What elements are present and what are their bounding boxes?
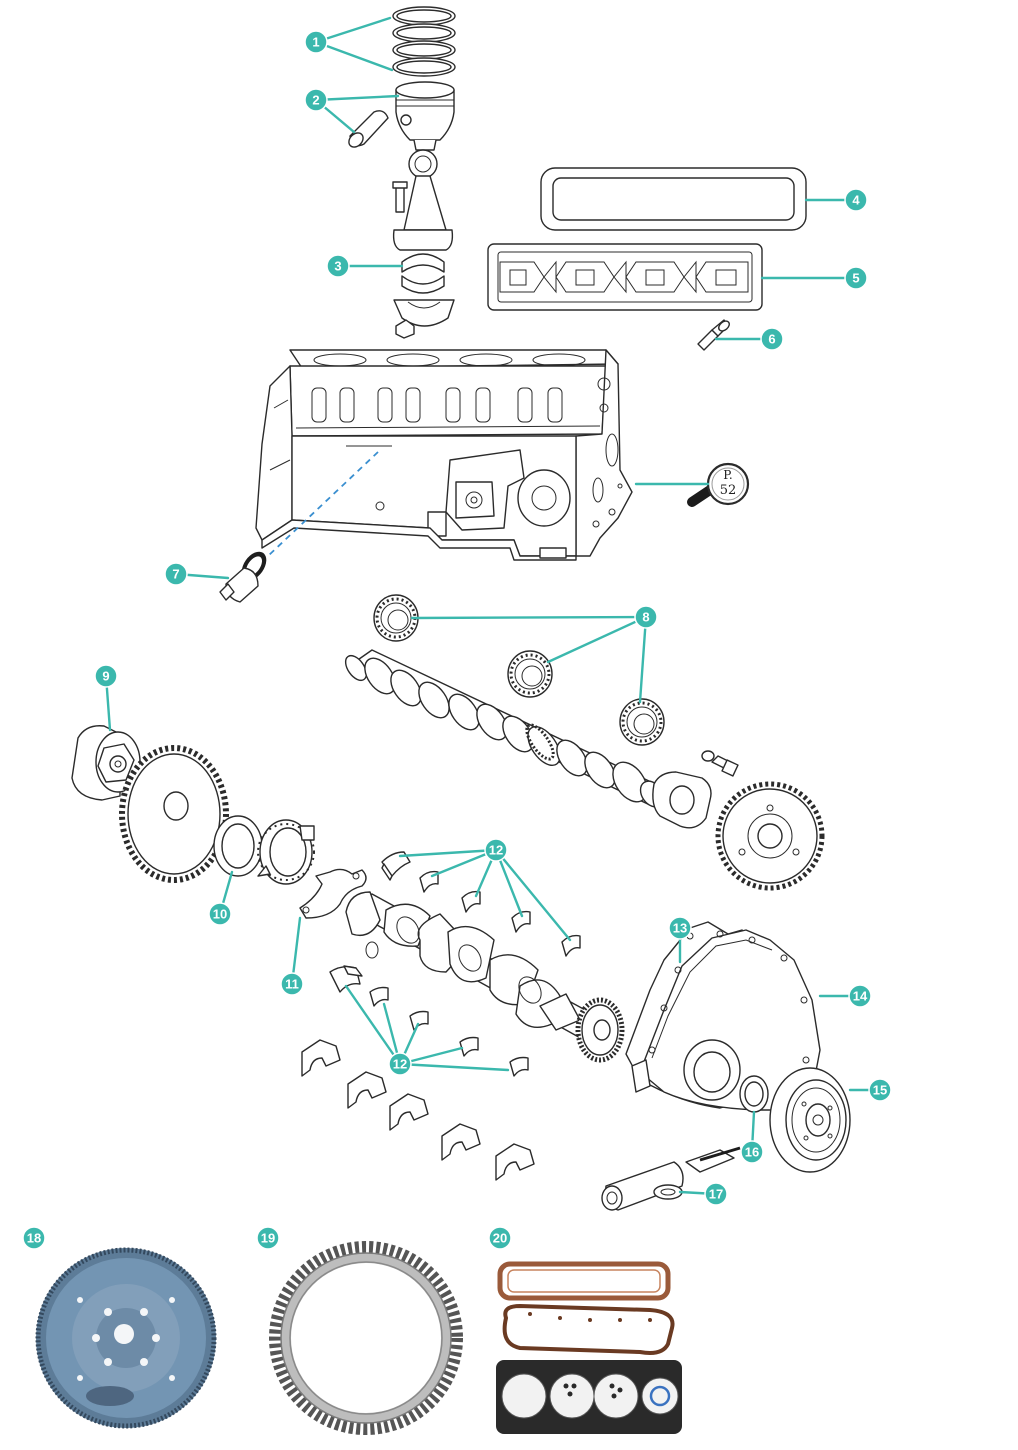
callout-label: 9 bbox=[102, 669, 109, 684]
front-oil-seal bbox=[213, 815, 263, 877]
callout-label: 13 bbox=[673, 921, 687, 936]
tappet-plug-with-seal bbox=[219, 551, 267, 603]
callout-label: 8 bbox=[642, 610, 649, 625]
page-reference-magnifier: P. 52 bbox=[687, 462, 750, 507]
callout-marker bbox=[760, 327, 784, 351]
chain-tensioner bbox=[601, 1146, 741, 1211]
head-bolt bbox=[697, 319, 730, 351]
crank-oil-seal bbox=[739, 1075, 769, 1113]
gasket-set bbox=[496, 1261, 682, 1434]
piston-pin bbox=[348, 110, 389, 148]
callout-marker bbox=[848, 984, 872, 1008]
crank-timing-sprocket bbox=[119, 745, 229, 883]
callout-label: 3 bbox=[334, 259, 341, 274]
callout-label: 17 bbox=[709, 1187, 723, 1202]
camshaft bbox=[344, 649, 669, 808]
callout-label: 16 bbox=[745, 1145, 759, 1160]
callout-label: 20 bbox=[493, 1231, 507, 1246]
callout-marker bbox=[668, 916, 692, 940]
callout-marker bbox=[484, 838, 508, 862]
flywheel-ring-gear bbox=[269, 1241, 463, 1435]
callout-marker bbox=[388, 1052, 412, 1076]
cam-gear-bolt bbox=[701, 750, 739, 777]
callout-marker bbox=[634, 605, 658, 629]
page-reference-number: 52 bbox=[720, 483, 737, 498]
callout-marker bbox=[844, 266, 868, 290]
crankshaft bbox=[345, 891, 601, 1041]
callout-label: 19 bbox=[261, 1231, 275, 1246]
piston bbox=[395, 81, 455, 151]
callout-marker bbox=[488, 1226, 512, 1250]
flywheel bbox=[35, 1247, 217, 1429]
callout-marker bbox=[94, 664, 118, 688]
callout-label: 12 bbox=[393, 1057, 407, 1072]
callout-marker bbox=[280, 972, 304, 996]
rocker-cover-gasket bbox=[540, 167, 807, 231]
callout-marker bbox=[868, 1078, 892, 1102]
piston-rings bbox=[392, 6, 456, 77]
callout-label: 4 bbox=[852, 193, 860, 208]
main-bearing-shells-upper bbox=[381, 851, 581, 957]
seal-housing bbox=[257, 819, 315, 885]
callout-marker bbox=[208, 902, 232, 926]
con-rod-bearing-shells bbox=[401, 253, 445, 294]
callout-marker bbox=[304, 30, 328, 54]
timing-cover bbox=[631, 929, 821, 1111]
callout-label: 10 bbox=[213, 907, 227, 922]
cylinder-head-plate bbox=[487, 243, 763, 311]
page-reference-letter: P. bbox=[723, 468, 732, 482]
timing-cover-gasket bbox=[299, 868, 367, 919]
engine-block bbox=[255, 349, 633, 561]
callout-label: 11 bbox=[285, 977, 299, 992]
callout-marker bbox=[256, 1226, 280, 1250]
con-rod-cap bbox=[393, 299, 455, 339]
callout-marker bbox=[22, 1226, 46, 1250]
callout-marker bbox=[164, 562, 188, 586]
callout-marker bbox=[304, 88, 328, 112]
cam-thrust-plate bbox=[652, 771, 712, 829]
main-bearing-caps bbox=[301, 1039, 535, 1181]
connecting-rod bbox=[392, 149, 454, 251]
camshaft-timing-gear bbox=[715, 781, 825, 891]
callout-label: 15 bbox=[873, 1083, 887, 1098]
crankshaft-pulley bbox=[769, 1067, 851, 1173]
main-bearing-shells-lower bbox=[329, 965, 529, 1077]
callout-label: 18 bbox=[27, 1231, 41, 1246]
callout-marker bbox=[844, 188, 868, 212]
camshaft-bearings bbox=[373, 594, 665, 746]
callout-label: 1 bbox=[312, 35, 319, 50]
callout-label: 6 bbox=[768, 332, 775, 347]
callout-marker bbox=[326, 254, 350, 278]
callout-label: 12 bbox=[489, 843, 503, 858]
callout-label: 5 bbox=[852, 271, 859, 286]
callout-marker bbox=[740, 1140, 764, 1164]
crankshaft-gear bbox=[575, 997, 625, 1063]
callout-label: 2 bbox=[312, 93, 319, 108]
callout-label: 7 bbox=[172, 567, 179, 582]
callout-label: 14 bbox=[853, 989, 868, 1004]
callout-marker bbox=[704, 1182, 728, 1206]
